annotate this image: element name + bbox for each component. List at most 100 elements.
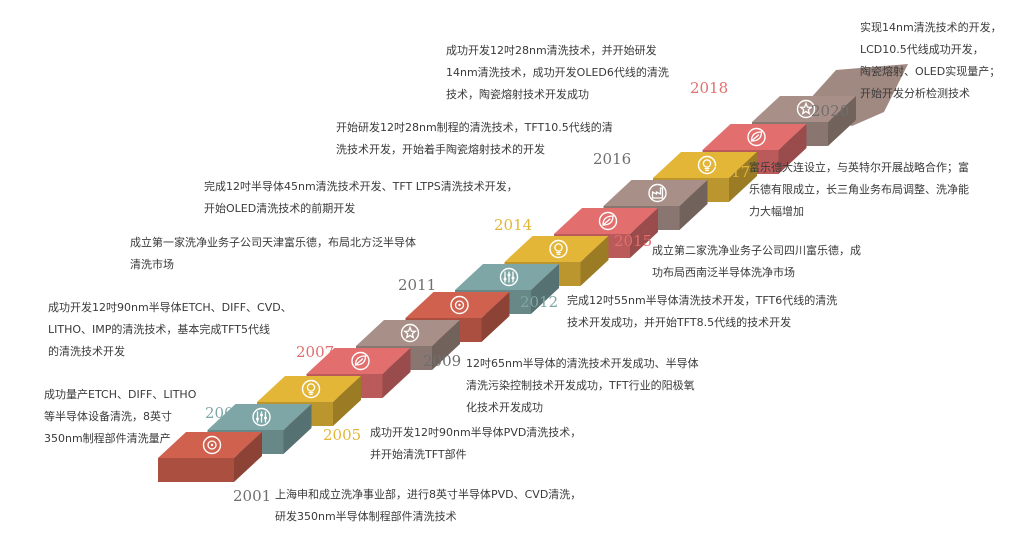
- sliders-icon: [252, 407, 271, 427]
- description-line: 洗技术开发，开始着手陶瓷熔射技术的开发: [336, 143, 545, 156]
- leaf-icon: [747, 127, 766, 147]
- step-side: [432, 320, 460, 370]
- description-line: 开始开发分析检测技术: [860, 87, 970, 100]
- step-side: [234, 432, 262, 482]
- description-line: 完成12吋半导体45nm清洗技术开发、TFT LTPS清洗技术开发，: [204, 180, 518, 193]
- step-top-face: [306, 348, 411, 374]
- milestone-description-2011: 成立第一家洗净业务子公司天津富乐德，布局北方泛半导体清洗市场: [130, 232, 416, 276]
- star-icon: [796, 99, 816, 119]
- step-side: [382, 348, 411, 398]
- sliders-icon: [499, 267, 519, 287]
- description-line: 成功开发12吋90nm半导体PVD清洗技术，: [370, 426, 582, 439]
- year-label-2017: 2017: [712, 163, 751, 181]
- description-line: 陶瓷熔射、OLED实现量产；: [860, 65, 1001, 78]
- step-top-face: [653, 152, 757, 178]
- milestone-description-2020: 实现14nm清洗技术的开发， LCD10.5代线成功开发， 陶瓷熔射、OLED实现量…: [860, 17, 1002, 105]
- description-line: 化技术开发成功: [466, 401, 543, 414]
- description-line: 开始研发12吋28nm制程的清洗技术，TFT10.5代线的清: [336, 121, 613, 134]
- step-top-face: [356, 320, 460, 346]
- description-line: 成功量产ETCH、DIFF、LITHO: [44, 388, 197, 401]
- step-side: [531, 264, 559, 314]
- milestone-description-2015: 成立第二家洗净业务子公司四川富乐德，成功布局西南泛半导体洗净市场: [652, 240, 861, 284]
- lightbulb-icon: [549, 239, 568, 259]
- step-side: [481, 292, 510, 342]
- description-line: 乐德有限成立，长三角业务布局调整、洗净能: [749, 183, 969, 196]
- year-label-2003: 2003: [205, 404, 244, 422]
- step-side: [580, 236, 609, 286]
- year-label-2011: 2011: [398, 276, 437, 294]
- step-top-face: [554, 208, 658, 234]
- year-label-2016: 2016: [593, 150, 632, 168]
- description-line: 的清洗技术开发: [48, 345, 125, 358]
- milestone-description-2017: 富乐德大连设立，与英特尔开展战略合作；富乐德有限成立，长三角业务布局调整、洗净能…: [749, 157, 969, 223]
- description-line: 技术，陶瓷熔射技术开发成功: [446, 88, 589, 101]
- step-top-face: [405, 292, 510, 318]
- year-label-2009: 2009: [423, 352, 462, 370]
- step-top-face: [752, 96, 856, 122]
- year-label-2012: 2012: [520, 293, 559, 311]
- year-label-2018: 2018: [690, 79, 729, 97]
- description-line: 350nm制程部件清洗量产: [44, 432, 171, 445]
- milestone-description-2016: 开始研发12吋28nm制程的清洗技术，TFT10.5代线的清洗技术开发，开始着手…: [336, 117, 613, 161]
- disc-icon: [450, 295, 469, 315]
- lightbulb-icon: [697, 155, 717, 175]
- star-icon: [400, 323, 420, 343]
- milestone-description-2003: 成功量产ETCH、DIFF、LITHO 等半导体设备清洗，8英寸 350nm制程部件…: [44, 384, 196, 450]
- description-line: 成立第二家洗净业务子公司四川富乐德，成: [652, 244, 861, 257]
- description-line: 12吋65nm半导体的清洗技术开发成功、半导体: [466, 357, 699, 370]
- year-label-2001: 2001: [233, 487, 272, 505]
- description-line: 清洗污染控制技术开发成功，TFT行业的阳极氧: [466, 379, 695, 392]
- description-line: 开始OLED清洗技术的前期开发: [204, 202, 356, 215]
- leaf-icon: [351, 351, 370, 371]
- description-line: 富乐德大连设立，与英特尔开展战略合作；富: [749, 161, 969, 174]
- step-top-face: [158, 432, 262, 458]
- description-line: 成功开发12吋28nm清洗技术，并开始研发: [446, 44, 657, 57]
- leaf-icon: [598, 211, 618, 231]
- milestone-description-2007: 成功开发12吋90nm半导体ETCH、DIFF、CVD、 LITHO、IMP的清洗…: [48, 297, 292, 363]
- milestone-description-2009: 12吋65nm半导体的清洗技术开发成功、半导体清洗污染控制技术开发成功，TFT行…: [466, 353, 699, 419]
- description-line: LCD10.5代线成功开发，: [860, 43, 984, 56]
- step-side: [828, 96, 856, 146]
- description-line: 成立第一家洗净业务子公司天津富乐德，布局北方泛半导体: [130, 236, 416, 249]
- description-line: 研发350nm半导体制程部件清洗技术: [275, 510, 457, 523]
- step-top-face: [504, 236, 609, 262]
- year-label-2007: 2007: [296, 343, 335, 361]
- year-label-2014: 2014: [494, 216, 533, 234]
- step-top-face: [702, 124, 807, 150]
- description-line: 技术开发成功，并开始TFT8.5代线的技术开发: [567, 316, 792, 329]
- milestone-description-2018: 成功开发12吋28nm清洗技术，并开始研发 14nm清洗技术，成功开发OLED6代…: [446, 40, 669, 106]
- step-top-face: [455, 264, 559, 290]
- step-side: [333, 376, 361, 426]
- description-line: 力大幅增加: [749, 205, 804, 218]
- description-line: 清洗市场: [130, 258, 174, 271]
- step-side: [778, 124, 807, 174]
- description-line: 功布局西南泛半导体洗净市场: [652, 266, 795, 279]
- description-line: 14nm清洗技术，成功开发OLED6代线的清洗: [446, 66, 669, 79]
- milestone-description-2005: 成功开发12吋90nm半导体PVD清洗技术， 并开始清洗TFT部件: [370, 422, 581, 466]
- description-line: 成功开发12吋90nm半导体ETCH、DIFF、CVD、: [48, 301, 292, 314]
- description-line: 完成12吋55nm半导体清洗技术开发，TFT6代线的清洗: [567, 294, 838, 307]
- year-label-2005: 2005: [323, 426, 362, 444]
- step-side: [679, 180, 708, 230]
- step-2001: [158, 432, 262, 482]
- description-line: 实现14nm清洗技术的开发，: [860, 21, 1002, 34]
- step-side: [729, 152, 757, 202]
- year-label-2020: 2020: [811, 102, 850, 120]
- description-line: LITHO、IMP的清洗技术，基本完成TFT5代线: [48, 323, 270, 336]
- description-line: 上海申和成立洗净事业部，进行8英寸半导体PVD、CVD清洗，: [275, 488, 582, 501]
- milestone-description-2001: 上海申和成立洗净事业部，进行8英寸半导体PVD、CVD清洗， 研发350nm半导体…: [275, 484, 581, 528]
- milestone-description-2012: 完成12吋55nm半导体清洗技术开发，TFT6代线的清洗技术开发成功，并开始TF…: [567, 290, 837, 334]
- milestone-description-2014: 完成12吋半导体45nm清洗技术开发、TFT LTPS清洗技术开发， 开始OLED…: [204, 176, 518, 220]
- step-top-face: [207, 404, 312, 430]
- lightbulb-icon: [301, 379, 321, 399]
- description-line: 等半导体设备清洗，8英寸: [44, 410, 172, 423]
- step-side: [283, 404, 312, 454]
- disc-icon: [202, 435, 222, 455]
- step-riser: [158, 458, 234, 482]
- description-line: 并开始清洗TFT部件: [370, 448, 467, 461]
- year-label-2015: 2015: [614, 232, 653, 250]
- step-top-face: [257, 376, 361, 402]
- step-side: [630, 208, 658, 258]
- factory-icon: [648, 183, 667, 203]
